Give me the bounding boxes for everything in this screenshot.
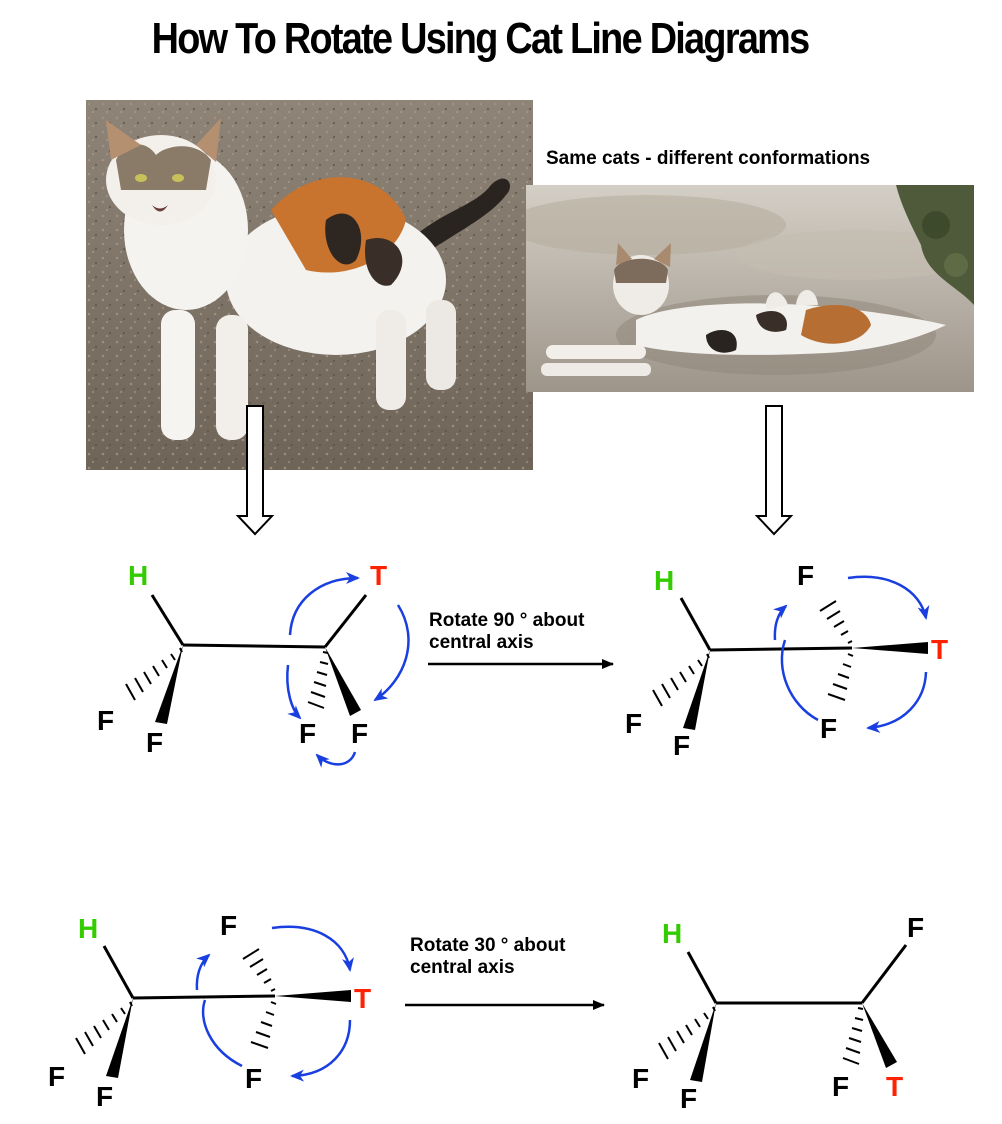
atom-f: F (797, 560, 814, 591)
rotation-arrow (866, 671, 928, 734)
down-arrow-right (754, 405, 794, 536)
atom-f: F (299, 718, 316, 749)
rotation-label-line: central axis (410, 957, 515, 978)
wedge-bond (683, 650, 710, 730)
rotation-arrow (286, 664, 302, 720)
down-arrow-left (235, 405, 275, 536)
atom-f: F (245, 1063, 262, 1094)
atom-f: F (632, 1063, 649, 1094)
hashed-bond (842, 1007, 864, 1065)
rotation-arrow (315, 751, 357, 768)
wedge-bond (106, 998, 133, 1078)
atom-f: F (907, 912, 924, 943)
atom-t: T (886, 1071, 903, 1102)
atom-f: F (48, 1061, 65, 1092)
rotation-arrow (373, 604, 410, 702)
hashed-bond (307, 651, 329, 709)
atom-f: F (820, 713, 837, 744)
rotation-arrow (780, 639, 819, 722)
rotation-label-line: Rotate 90 ° about (429, 610, 585, 631)
atom-f: F (146, 727, 163, 758)
rotation-arrow (195, 953, 211, 991)
atom-f: F (625, 708, 642, 739)
hashed-bond (250, 1001, 277, 1049)
rotation-arrow (773, 604, 788, 641)
hashed-bond (658, 1006, 716, 1060)
rotation-arrow (288, 572, 360, 636)
wedge-bond (155, 645, 183, 724)
wedge-bond (690, 1003, 716, 1082)
atom-h: H (78, 913, 98, 944)
molecule-4: H F F F F T (632, 912, 924, 1114)
rotation-arrow (290, 1019, 352, 1082)
atom-t: T (354, 983, 371, 1014)
wedge-bond (275, 990, 351, 1002)
molecule-2: H F T F F F (625, 560, 948, 761)
atom-f: F (97, 705, 114, 736)
atom-t: T (370, 560, 387, 591)
rotation-arrow (847, 575, 930, 620)
atom-f: F (832, 1071, 849, 1102)
rotation-label-line: Rotate 30 ° about (410, 935, 566, 956)
atom-f: F (680, 1083, 697, 1114)
atom-f: F (220, 910, 237, 941)
atom-f: F (96, 1081, 113, 1112)
rotation-arrow (201, 999, 243, 1068)
wedge-bond (862, 1003, 897, 1068)
rotation-label-30: Rotate 30 ° about central axis (410, 935, 565, 979)
atom-f: F (351, 718, 368, 749)
hashed-bond (819, 600, 853, 644)
standing-cat-photo (86, 100, 533, 470)
rotation-label-90: Rotate 90 ° about central axis (429, 610, 584, 654)
rotation-label-line: central axis (429, 632, 534, 653)
hashed-bond (75, 1001, 133, 1055)
hashed-bond (242, 948, 276, 992)
atom-f: F (673, 730, 690, 761)
molecule-3: H F T F F F (48, 910, 371, 1112)
atom-t: T (931, 634, 948, 665)
photo-caption: Same cats - different conformations (546, 148, 871, 169)
molecule-1: H T F F F F (97, 560, 410, 768)
rotation-arrow (271, 925, 354, 972)
atom-h: H (662, 918, 682, 949)
page-title: How To Rotate Using Cat Line Diagrams (151, 14, 811, 63)
atom-h: H (128, 560, 148, 591)
hashed-bond (827, 653, 854, 701)
wedge-bond (325, 647, 361, 716)
lying-cat-photo (526, 185, 974, 392)
atom-h: H (654, 565, 674, 596)
wedge-bond (852, 642, 928, 654)
hashed-bond (652, 653, 710, 707)
